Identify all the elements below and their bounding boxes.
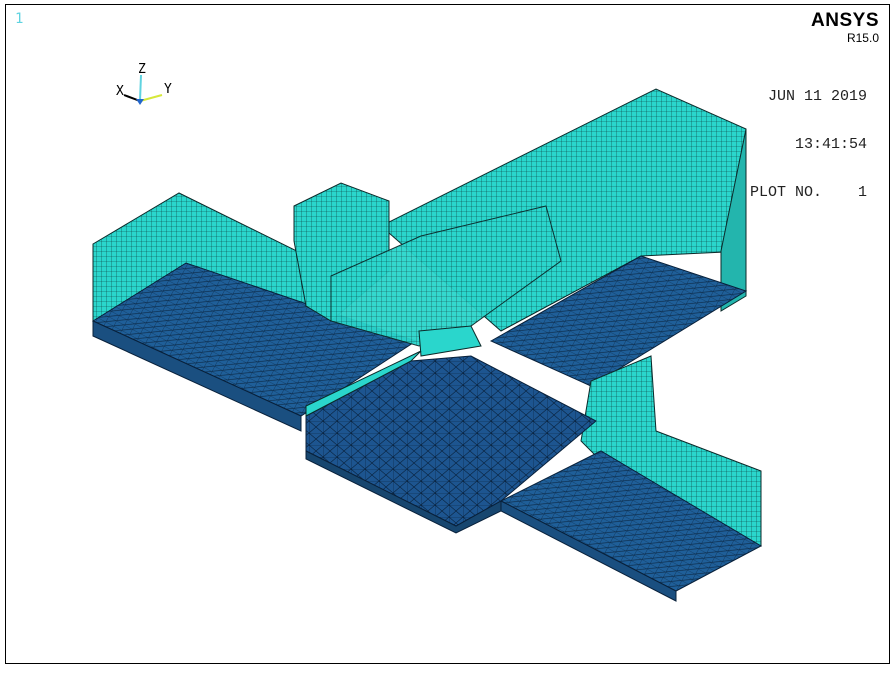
plot-info: JUN 11 2019 13:41:54 PLOT NO. 1: [750, 57, 867, 233]
brand-release: R15.0: [846, 31, 879, 45]
z-axis-label: Z: [138, 62, 146, 77]
plot-number: 1: [857, 184, 867, 201]
x-axis-label: X: [116, 84, 124, 99]
central-basin-rim: [305, 350, 422, 417]
plot-number-line: PLOT NO. 1: [750, 185, 867, 201]
triad-origin-icon: [136, 99, 144, 105]
plot-time: 13:41:54: [794, 136, 867, 153]
ansys-logo: ANSYS R15.0: [811, 10, 879, 46]
brand-name: ANSYS: [811, 10, 879, 31]
graphics-window[interactable]: 1 ANSYS R15.0 JUN 11 2019 13:41:54 PLOT …: [5, 4, 890, 664]
central-machinery: [330, 205, 562, 347]
mesh-model-viewport[interactable]: [6, 5, 890, 664]
plot-number-label: PLOT NO.: [749, 184, 822, 201]
axis-triad: Z Y X: [110, 62, 190, 115]
y-axis-line: [139, 94, 163, 102]
right-back-base-face: [489, 255, 748, 387]
front-right-wall-face: [580, 355, 762, 547]
plot-date: JUN 11 2019: [767, 88, 867, 105]
y-axis-label: Y: [164, 82, 172, 97]
central-block: [418, 325, 482, 357]
back-right-wall-side: [720, 128, 747, 312]
z-axis-line: [139, 74, 142, 102]
central-basin-edge: [305, 450, 502, 534]
axis-triad-graphic: [123, 74, 163, 105]
left-base-edge: [92, 320, 302, 432]
window-number: 1: [15, 11, 24, 27]
